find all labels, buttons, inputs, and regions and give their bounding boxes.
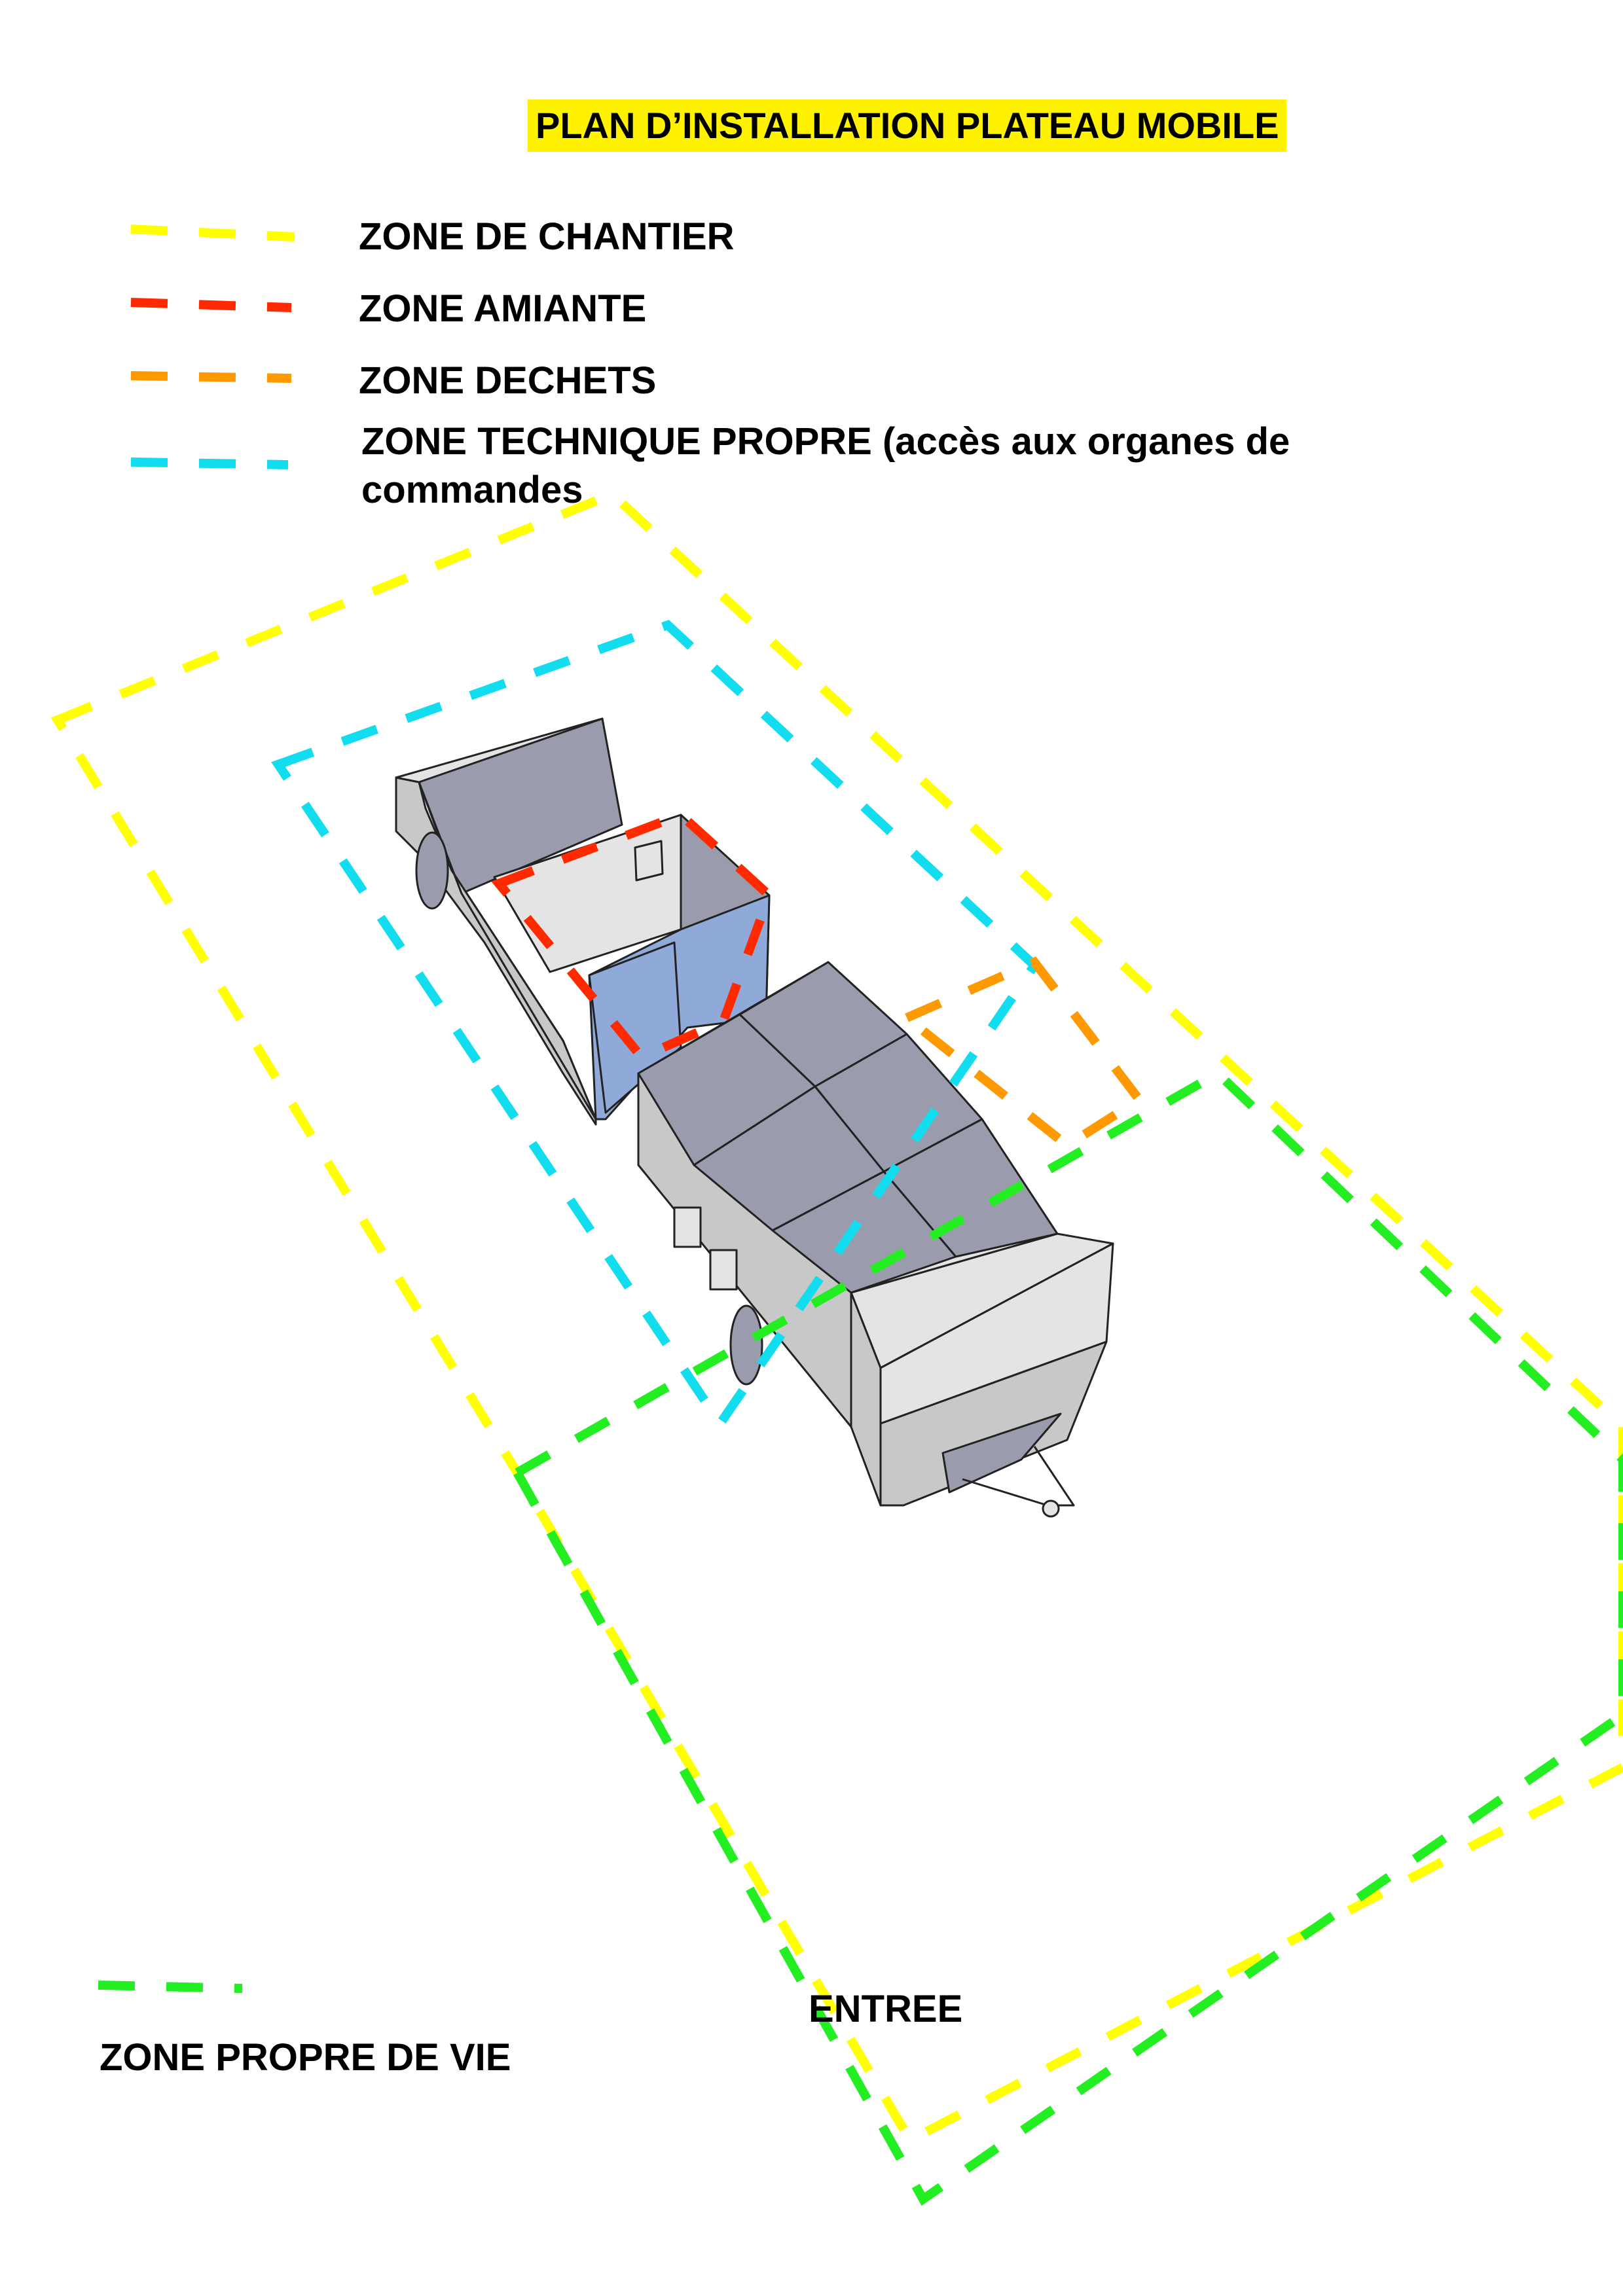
mobile-platform-vehicle: [395, 717, 1114, 1518]
legend-swatch-technique: [130, 457, 289, 469]
legend-label-chantier: ZONE DE CHANTIER: [359, 215, 735, 258]
legend-swatch-vie: [98, 1981, 243, 1993]
legend-label-technique: ZONE TECHNIQUE PROPRE (accès aux organes…: [361, 420, 1290, 511]
zone-vie-outline: [511, 1067, 1623, 2206]
zone-amiante-outline: [491, 809, 775, 1063]
module-hatch: [634, 840, 664, 882]
legend-swatch-amiante: [130, 298, 292, 312]
entrance-label: ENTREE: [809, 1988, 963, 2030]
trailer-nose-panel: [941, 1412, 1062, 1494]
rear-wheel: [729, 1304, 763, 1386]
trailer-hitch: [962, 1446, 1075, 1507]
window-right: [709, 1249, 738, 1291]
zone-outlines: [50, 488, 1623, 2206]
legend-swatch-chantier: [130, 224, 295, 242]
legend-swatch-dechets: [130, 371, 292, 383]
hitch-ball: [1042, 1499, 1060, 1518]
legend-label-dechets: ZONE DECHETS: [359, 359, 657, 402]
window-left: [673, 1206, 702, 1248]
zone-dechets-outline: [898, 956, 1146, 1151]
legend-swatches: [98, 224, 295, 1993]
legend-label-amiante: ZONE AMIANTE: [359, 287, 647, 330]
legend-label-vie: ZONE PROPRE DE VIE: [100, 2036, 511, 2079]
page-title: PLAN D’INSTALLATION PLATEAU MOBILE: [528, 99, 1287, 152]
module-blue-door: [588, 941, 682, 1114]
front-wheel: [415, 831, 449, 910]
